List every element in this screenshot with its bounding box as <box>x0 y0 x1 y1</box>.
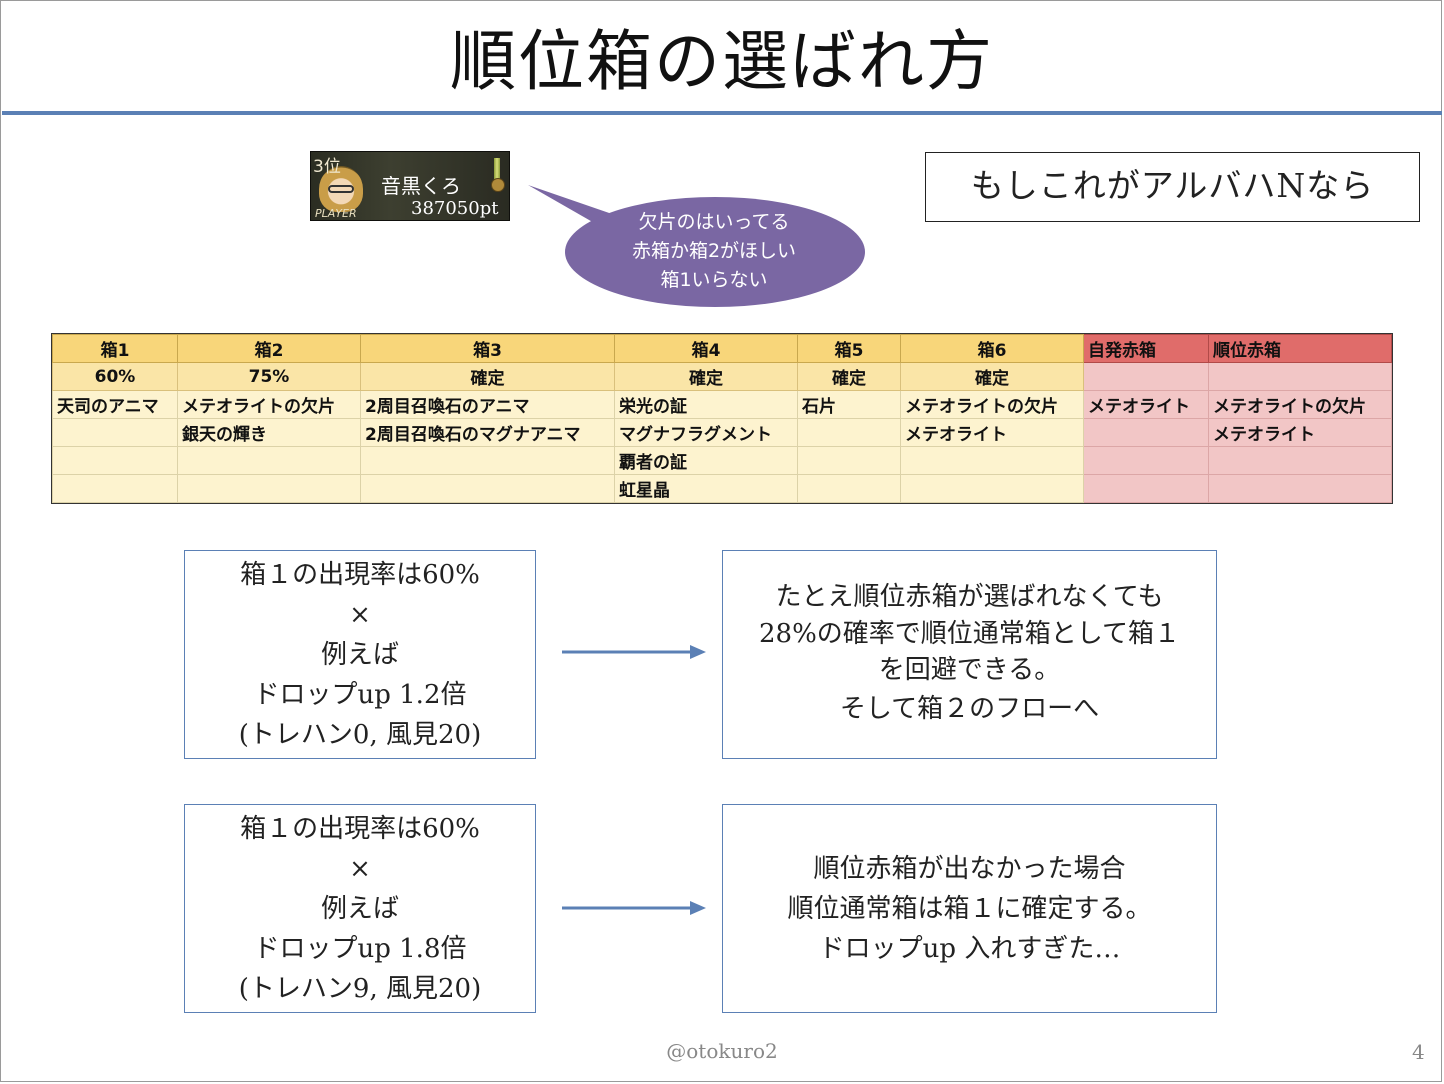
item-cell: メテオライトの欠片 <box>900 390 1084 419</box>
item-cell <box>177 446 361 475</box>
condition-line: 例えば <box>320 640 399 670</box>
player-avatar <box>319 166 363 212</box>
item-cell: 天司のアニマ <box>52 390 178 419</box>
item-cell: 2周目召喚石のマグナアニマ <box>360 418 615 447</box>
rate-cell: 確定 <box>614 362 798 391</box>
item-cell <box>900 446 1084 475</box>
item-cell <box>1208 446 1392 475</box>
item-cell <box>797 446 901 475</box>
table-header-cell: 箱6 <box>900 334 1084 363</box>
rate-cell <box>1083 362 1209 391</box>
table-header-cell: 箱2 <box>177 334 361 363</box>
item-cell: 銀天の輝き <box>177 418 361 447</box>
item-cell: メテオライト <box>900 418 1084 447</box>
footer-handle: @otokuro2 <box>666 1039 778 1063</box>
item-cell <box>52 474 178 503</box>
rate-cell: 60% <box>52 362 178 391</box>
player-points: 387050pt <box>411 198 499 219</box>
rate-cell: 確定 <box>900 362 1084 391</box>
item-cell: 覇者の証 <box>614 446 798 475</box>
result-line: 順位赤箱が出なかった場合 <box>813 854 1126 884</box>
table-header-cell: 箱4 <box>614 334 798 363</box>
table-row: 虹星晶 <box>52 474 1392 503</box>
item-cell: 虹星晶 <box>614 474 798 503</box>
condition-line: × <box>349 854 371 884</box>
table-header-cell: 自発赤箱 <box>1083 334 1209 363</box>
player-rank-card: 3位 PLAYER 音黒くろ 387050pt <box>310 151 510 221</box>
speech-bubble <box>528 185 865 307</box>
rate-cell: 75% <box>177 362 361 391</box>
rate-cell: 確定 <box>360 362 615 391</box>
result-box-2: 順位赤箱が出なかった場合 順位通常箱は箱１に確定する。 ドロップup 入れすぎた… <box>722 804 1217 1013</box>
table-row: 銀天の輝き 2周目召喚石のマグナアニマ マグナフラグメント メテオライト メテオ… <box>52 418 1392 447</box>
result-line: 28%の確率で順位通常箱として箱１ <box>758 619 1180 649</box>
condition-line: 箱１の出現率は60% <box>240 560 480 590</box>
table-header-cell: 順位赤箱 <box>1208 334 1392 363</box>
condition-line: 例えば <box>320 894 399 924</box>
page-number: 4 <box>1412 1040 1425 1064</box>
item-cell <box>177 474 361 503</box>
box-table: 箱1 箱2 箱3 箱4 箱5 箱6 自発赤箱 順位赤箱 60% 75% 確定 確… <box>51 333 1393 504</box>
condition-line: (トレハン0, 風見20) <box>238 720 482 750</box>
rate-cell <box>1208 362 1392 391</box>
slide-title: 順位箱の選ばれ方 <box>450 23 994 100</box>
item-cell <box>797 418 901 447</box>
speech-bubble-text: 欠片のはいってる 赤箱か箱2がほしい 箱1いらない <box>594 208 834 295</box>
condition-line: × <box>349 600 371 630</box>
item-cell <box>360 474 615 503</box>
condition-line: (トレハン9, 風見20) <box>238 974 482 1004</box>
table-row: 覇者の証 <box>52 446 1392 475</box>
flow-arrow-2 <box>562 901 706 915</box>
item-cell <box>1083 474 1209 503</box>
item-cell: メテオライトの欠片 <box>1208 390 1392 419</box>
player-rank: 3位 <box>313 157 341 177</box>
condition-box-2: 箱１の出現率は60% × 例えば ドロップup 1.8倍 (トレハン9, 風見2… <box>184 804 536 1013</box>
item-cell <box>1083 446 1209 475</box>
item-cell <box>1208 474 1392 503</box>
condition-line: ドロップup 1.8倍 <box>253 934 467 964</box>
result-line: を回避できる。 <box>878 655 1061 685</box>
bubble-line: 欠片のはいってる <box>638 211 790 233</box>
item-cell: メテオライト <box>1083 390 1209 419</box>
item-cell <box>1083 418 1209 447</box>
flow-arrow-1 <box>562 645 706 659</box>
table-header-cell: 箱5 <box>797 334 901 363</box>
rate-cell: 確定 <box>797 362 901 391</box>
item-cell: 2周目召喚石のアニマ <box>360 390 615 419</box>
item-cell <box>797 474 901 503</box>
table-row: 天司のアニマ メテオライトの欠片 2周目召喚石のアニマ 栄光の証 石片 メテオラ… <box>52 390 1392 419</box>
table-header-row: 箱1 箱2 箱3 箱4 箱5 箱6 自発赤箱 順位赤箱 <box>52 334 1392 363</box>
result-line: そして箱２のフローへ <box>839 694 1100 724</box>
result-line: ドロップup 入れすぎた… <box>818 934 1121 964</box>
player-name: 音黒くろ <box>381 174 461 198</box>
condition-line: ドロップup 1.2倍 <box>253 680 467 710</box>
table-rate-row: 60% 75% 確定 確定 確定 確定 <box>52 362 1392 391</box>
note-box: もしこれがアルバハNなら <box>925 152 1420 222</box>
item-cell <box>52 418 178 447</box>
player-tag: PLAYER <box>315 207 357 220</box>
item-cell: マグナフラグメント <box>614 418 798 447</box>
title-rule <box>2 111 1442 115</box>
table-header-cell: 箱1 <box>52 334 178 363</box>
table-header-cell: 箱3 <box>360 334 615 363</box>
result-line: たとえ順位赤箱が選ばれなくても <box>775 582 1164 612</box>
result-line: 順位通常箱は箱１に確定する。 <box>787 894 1152 924</box>
item-cell: メテオライトの欠片 <box>177 390 361 419</box>
result-box-1: たとえ順位赤箱が選ばれなくても 28%の確率で順位通常箱として箱１ を回避できる… <box>722 550 1217 759</box>
condition-line: 箱１の出現率は60% <box>240 814 480 844</box>
item-cell: メテオライト <box>1208 418 1392 447</box>
item-cell <box>360 446 615 475</box>
item-cell <box>900 474 1084 503</box>
item-cell: 石片 <box>797 390 901 419</box>
medal-icon <box>491 158 505 210</box>
bubble-line: 赤箱か箱2がほしい <box>631 240 797 262</box>
bubble-line: 箱1いらない <box>660 269 768 291</box>
item-cell: 栄光の証 <box>614 390 798 419</box>
condition-box-1: 箱１の出現率は60% × 例えば ドロップup 1.2倍 (トレハン0, 風見2… <box>184 550 536 759</box>
item-cell <box>52 446 178 475</box>
